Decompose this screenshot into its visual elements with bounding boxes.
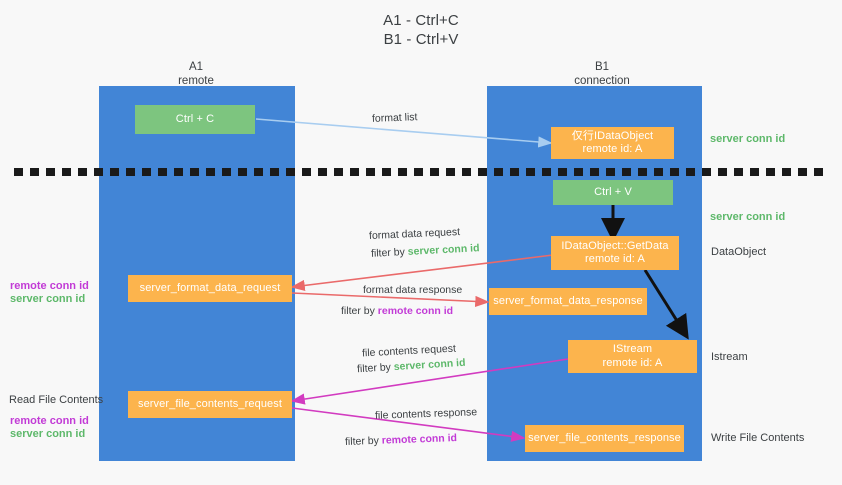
node-ctrl-c[interactable]: Ctrl + C [135,105,255,134]
filter-key-server-conn-id: server conn id [393,356,466,374]
right-annotation-istream: Istream [711,351,748,363]
node-istream[interactable]: IStream remote id: A [568,340,697,373]
node-idataobject-getdata-subtitle: remote id: A [585,253,645,265]
filter-prefix: filter by [356,361,395,376]
filter-prefix: filter by [341,305,378,317]
node-server-file-contents-response[interactable]: server_file_contents_response [525,425,684,452]
edge-label-format-list: format list [371,111,418,125]
filter-key-remote-conn-id: remote conn id [377,305,454,317]
page-title-line2: B1 - Ctrl+V [383,31,459,48]
column-header-a1: A1 remote [96,60,296,88]
right-annotation-server-conn-id-1: server conn id [710,133,786,145]
node-server-format-data-request[interactable]: server_format_data_request [128,275,292,302]
column-header-b1-sub: connection [574,75,630,87]
left-annotation-server-conn-id-1: server conn id [10,293,86,305]
node-server-format-data-request-label: server_format_data_request [139,281,281,294]
node-idataobject-getdata-title: IDataObject::GetData [561,239,669,252]
edge-label-file-contents-response: file contents response [374,406,478,422]
filter-key-remote-conn-id: remote conn id [381,432,458,447]
node-ctrl-v[interactable]: Ctrl + V [553,180,673,205]
edge-label-file-contents-response-filter: filter by remote conn id [345,432,457,449]
edge-label-format-data-response: format data response [363,284,463,296]
node-ctrl-c-label: Ctrl + C [175,112,215,125]
edge-label-format-data-request: format data request [368,226,461,242]
page-title-line1: A1 - Ctrl+C [383,12,459,29]
node-server-file-contents-request[interactable]: server_file_contents_request [128,391,292,418]
column-header-a1-sub: remote [178,75,214,87]
node-idataobject-getdata[interactable]: IDataObject::GetData remote id: A [551,236,679,270]
column-header-b1-name: B1 [594,61,610,73]
node-idataobject-title: 仅行IDataObject [571,129,654,142]
left-annotation-read-file-contents: Read File Contents [9,394,104,406]
filter-key-server-conn-id: server conn id [407,242,480,258]
right-annotation-write-file-contents: Write File Contents [711,432,805,444]
node-idataobject[interactable]: 仅行IDataObject remote id: A [551,127,674,159]
node-istream-subtitle: remote id: A [602,356,663,369]
node-ctrl-v-label: Ctrl + V [594,185,632,198]
edge-label-format-data-request-filter: filter by server conn id [371,242,480,261]
column-header-b1: B1 connection [502,60,702,88]
filter-prefix: filter by [370,245,409,260]
node-server-file-contents-response-label: server_file_contents_response [528,431,681,444]
node-idataobject-subtitle: remote id: A [582,143,643,155]
column-header-a1-name: A1 [188,61,204,73]
left-annotation-remote-conn-id-2: remote conn id [10,415,89,427]
node-server-format-data-response[interactable]: server_format_data_response [489,288,647,315]
filter-prefix: filter by [344,434,382,448]
edge-label-format-data-response-filter: filter by remote conn id [341,305,453,318]
node-server-format-data-response-label: server_format_data_response [493,294,643,307]
right-annotation-server-conn-id-2: server conn id [710,211,786,223]
left-annotation-remote-conn-id-1: remote conn id [10,280,89,292]
left-annotation-server-conn-id-2: server conn id [10,428,86,440]
right-annotation-dataobject: DataObject [711,246,767,258]
node-istream-title: IStream [612,343,653,355]
node-server-file-contents-request-label: server_file_contents_request [137,397,283,410]
